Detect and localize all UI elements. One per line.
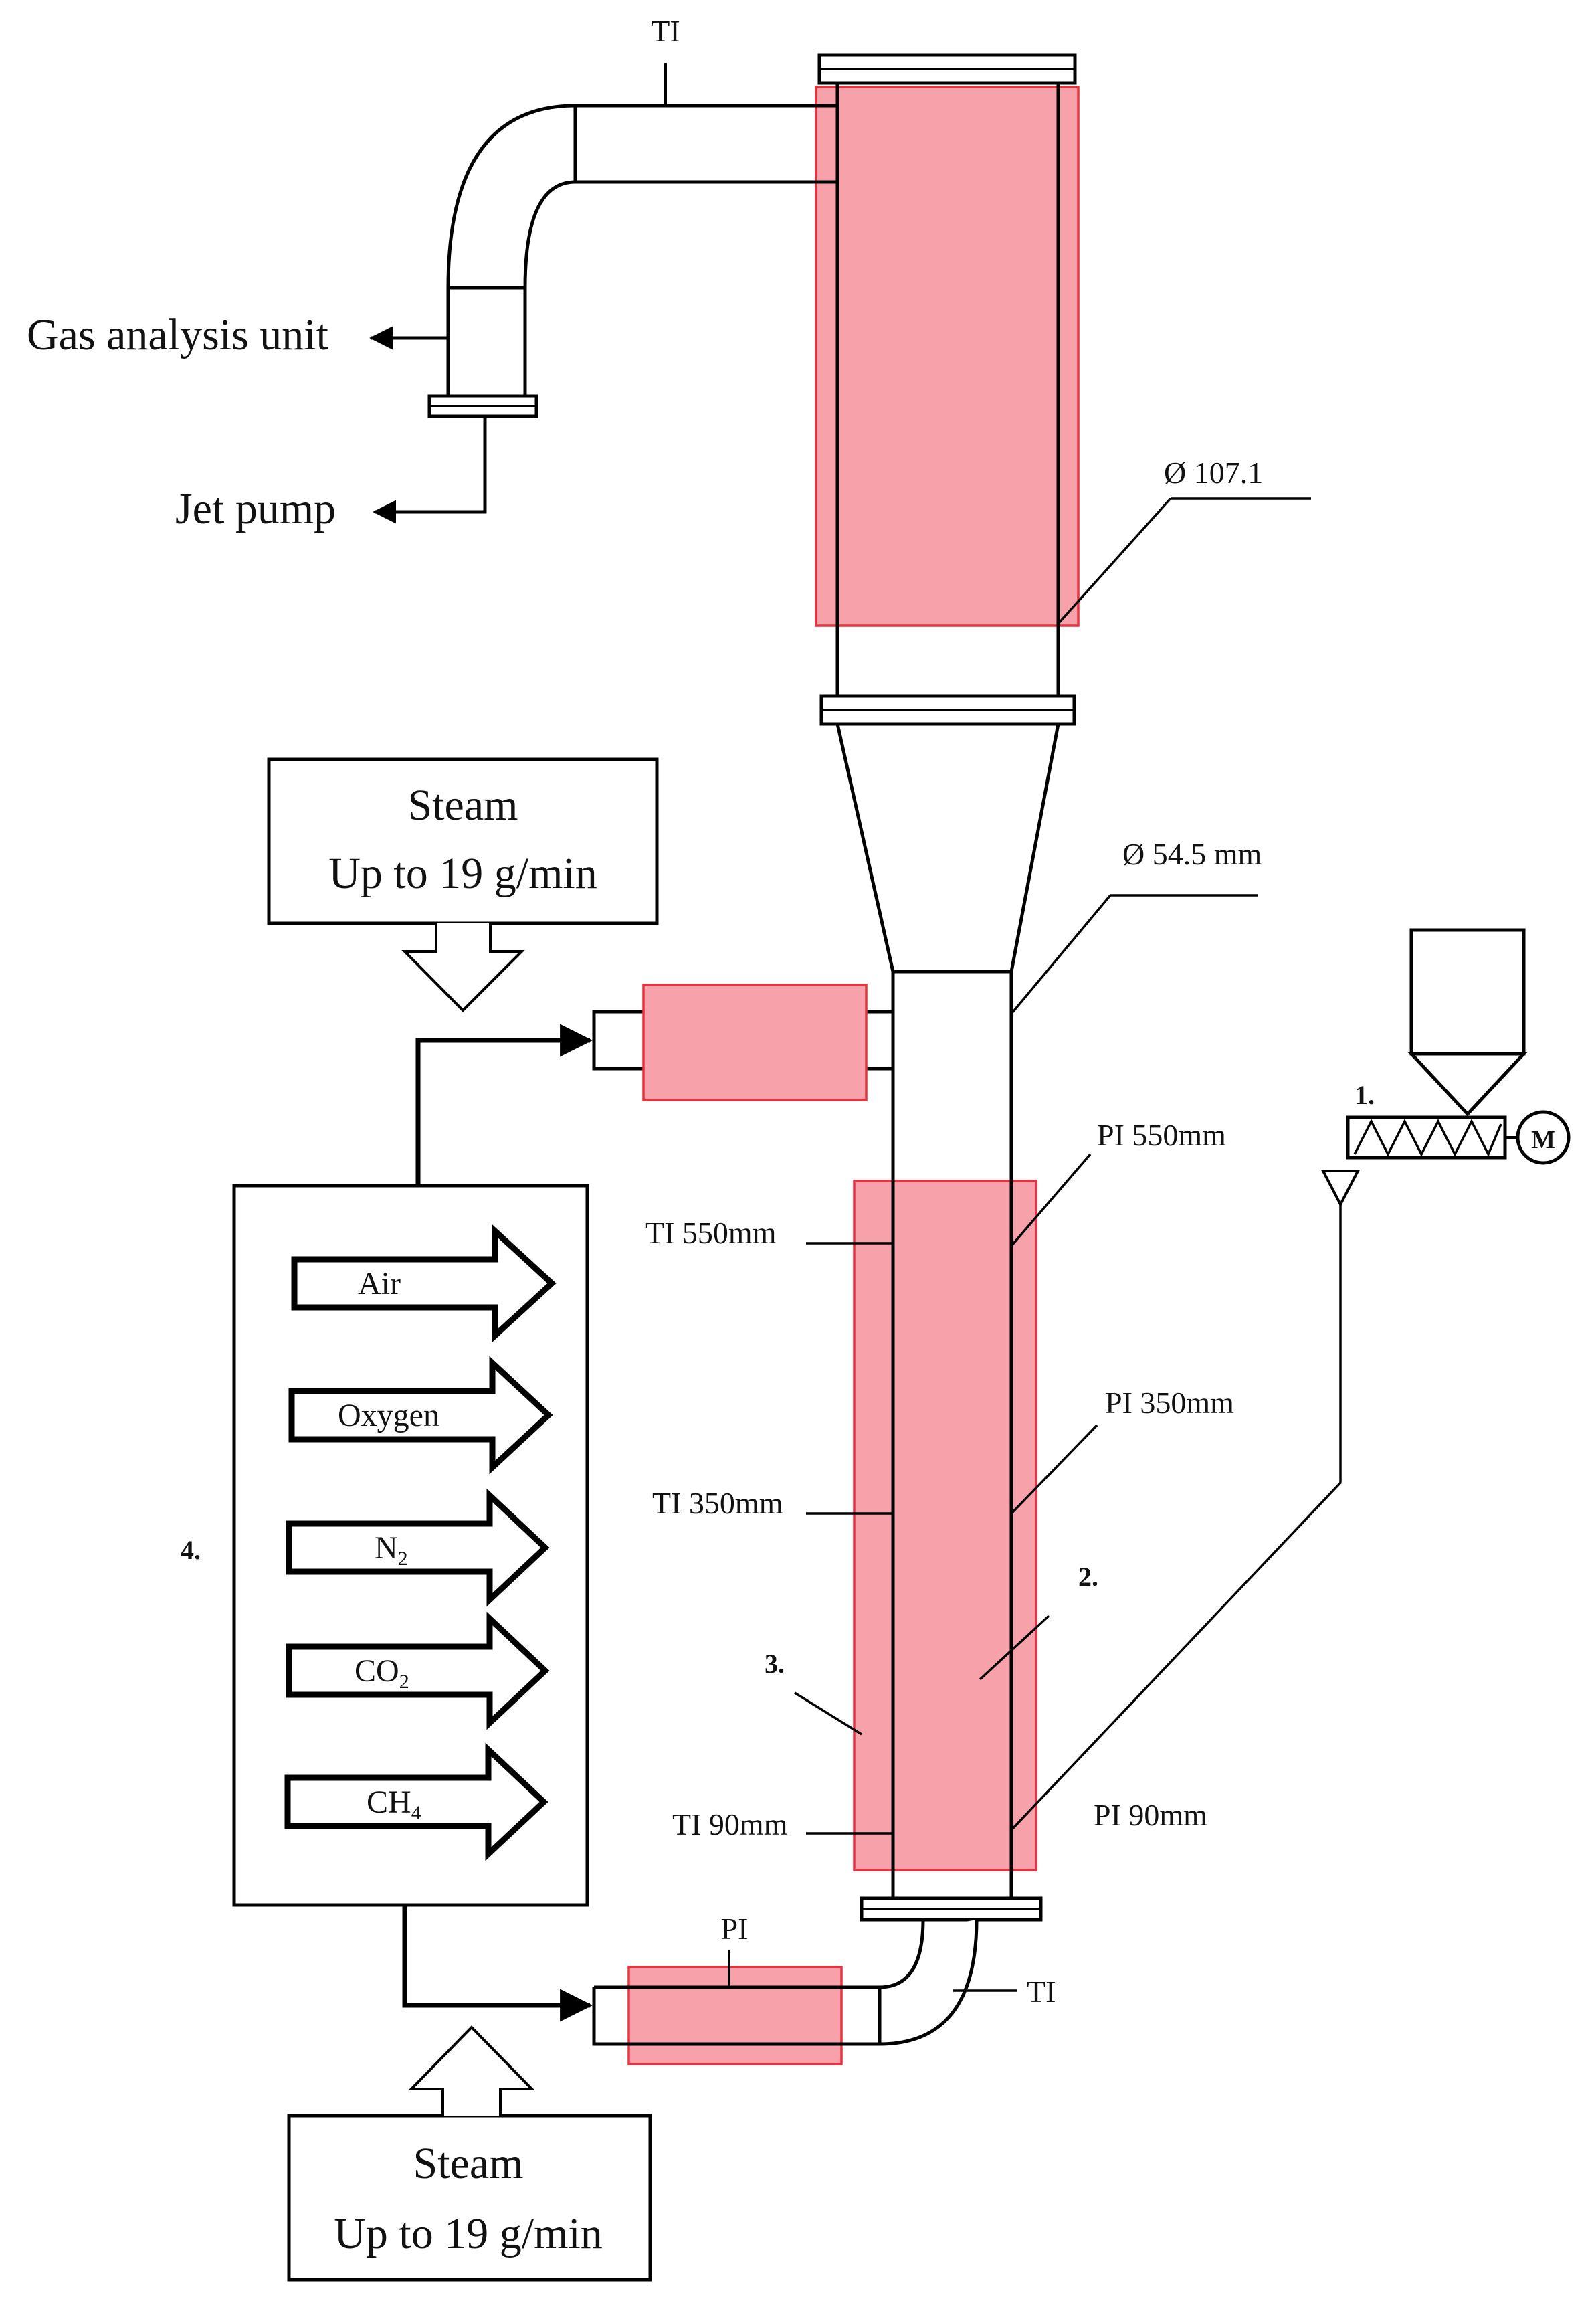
gas-arrow-co2: CO2 [286, 1611, 550, 1730]
motor-circle [1516, 1110, 1571, 1165]
steam-bottom-line1: Steam [413, 2139, 524, 2188]
outlet-pipe [427, 104, 837, 418]
screw-flights [1353, 1119, 1502, 1158]
pi-90-leader [1010, 1481, 1342, 1831]
gas-arrow-oxygen: Oxygen [288, 1356, 553, 1475]
dia-top-label: Ø 107.1 [1164, 456, 1263, 490]
num-2-leader [979, 1615, 1050, 1681]
screw-feeder: M 1. [1320, 928, 1571, 1482]
upper-port-heated-zone [642, 984, 868, 1101]
pi-bottom-label: PI [721, 1912, 749, 1946]
gas-label-co2: CO2 [355, 1653, 409, 1693]
ti-90-label: TI 90mm [672, 1807, 788, 1841]
gas-arrow-ch4: CH4 [284, 1742, 548, 1861]
dia-top-leader [1057, 497, 1172, 625]
ti-350-label: TI 350mm [652, 1486, 783, 1520]
gas-label-air: Air [358, 1266, 401, 1301]
reactor-heated-zone [853, 1180, 1037, 1871]
gas-label-ch4: CH4 [367, 1784, 421, 1824]
pi-90-label: PI 90mm [1094, 1798, 1207, 1832]
pi-550-label: PI 550mm [1097, 1118, 1226, 1152]
gas-supply-number: 4. [181, 1535, 201, 1565]
ti-top-label: TI [651, 14, 680, 48]
gas-arrow-list: Air Oxygen N2 CO2 CH4 [284, 1224, 557, 1861]
bottom-port-heated-zone [627, 1966, 843, 2065]
motor-label: M [1531, 1126, 1555, 1154]
num-3-leader [794, 1691, 862, 1736]
steam-box-bottom [287, 2114, 652, 2282]
freeboard-section [815, 53, 1080, 726]
gas-to-upper-port [415, 1024, 593, 1186]
heater-number: 3. [765, 1649, 785, 1679]
gas-label-oxygen: Oxygen [338, 1398, 439, 1433]
steam-top-arrow [401, 923, 525, 1012]
steam-bottom-arrow [408, 2025, 535, 2116]
gas-arrow-n2: N2 [286, 1488, 550, 1607]
steam-top-line2: Up to 19 g/min [328, 849, 597, 898]
feed-point-triangle [1320, 1170, 1361, 1208]
steam-top-line1: Steam [408, 781, 518, 830]
ti-550-label: TI 550mm [645, 1216, 777, 1250]
hopper-funnel [1407, 1052, 1528, 1117]
steam-bottom-line2: Up to 19 g/min [334, 2209, 603, 2258]
steam-box-top [267, 757, 659, 925]
pi-550-leader [1010, 1153, 1092, 1247]
gas-to-bottom-port [402, 1905, 593, 2022]
jet-pump-arrow [373, 416, 487, 524]
freeboard-heated-zone [815, 86, 1080, 627]
bottom-inlet-pipe [592, 1919, 979, 2065]
feed-hopper [1409, 928, 1526, 1056]
reactor-cone [835, 722, 1061, 974]
pi-350-leader [1010, 1424, 1098, 1515]
gas-label-n2: N2 [375, 1530, 408, 1570]
gas-arrow-air: Air [291, 1224, 557, 1343]
ti-bottom-label: TI [1027, 1974, 1056, 2009]
reactor-number: 2. [1078, 1562, 1098, 1592]
pi-350-label: PI 350mm [1105, 1386, 1234, 1420]
feeder-number: 1. [1355, 1080, 1375, 1110]
dia-mid-leader [1010, 894, 1112, 1015]
dia-mid-label: Ø 54.5 mm [1122, 837, 1262, 871]
jet-pump-label: Jet pump [175, 484, 336, 533]
gas-analysis-label: Gas analysis unit [27, 310, 328, 359]
